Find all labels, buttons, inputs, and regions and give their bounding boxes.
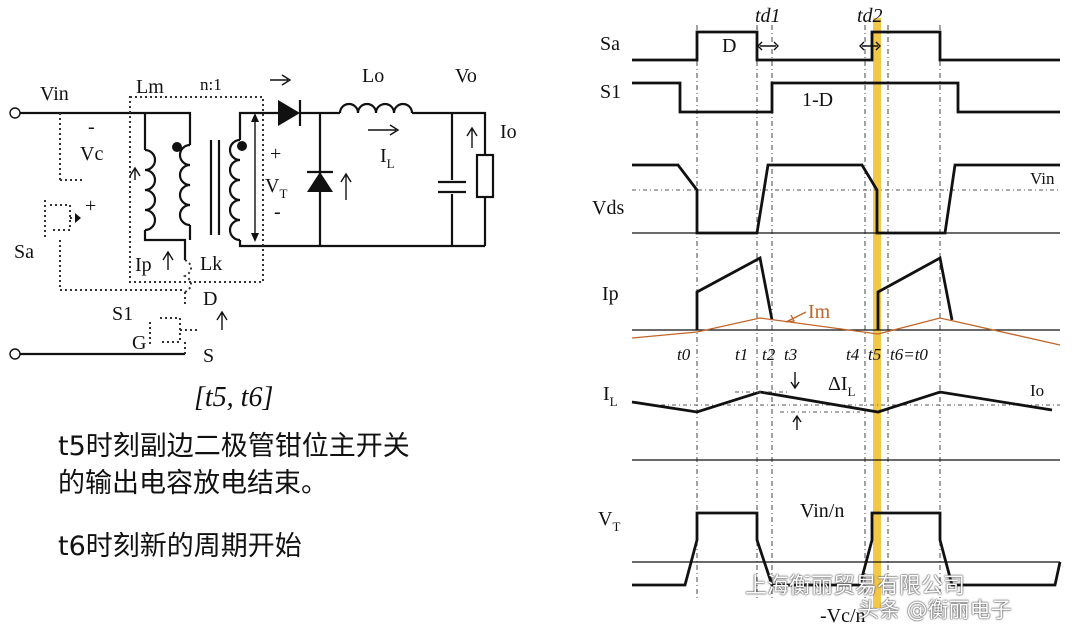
company-watermark: 上海衡丽贸易有限公司: [745, 574, 966, 599]
row-label-il: IL: [603, 383, 618, 409]
s1-mosfet: [149, 292, 200, 354]
sa-waveform: [632, 30, 1060, 62]
im-pointer: [785, 311, 807, 323]
td1-label: td1: [755, 5, 781, 27]
description-line-1: t5时刻副边二极管钳位主开关: [58, 431, 410, 462]
vc-label: Vc: [80, 143, 103, 165]
ip-arrow: [162, 250, 174, 270]
timing-diagram: Sa S1 Vds Ip IL VT D 1-D td1 td2 Vin Im …: [592, 5, 1062, 627]
lm-winding: [144, 148, 157, 232]
t6-label: t6=t0: [890, 345, 928, 364]
ip-waveform: [695, 255, 954, 330]
s1-duty-label: 1-D: [802, 89, 833, 111]
freewheel-arrow: [340, 172, 352, 200]
secondary-coil: [228, 138, 241, 242]
row-label-ip: Ip: [602, 283, 619, 305]
platform-watermark: 头条 @衡丽电子: [858, 598, 1012, 622]
primary-dot-mark: [172, 142, 182, 152]
vin-label: Vin: [40, 83, 69, 105]
im-waveform: [631, 317, 1061, 346]
vds-vin-label: Vin: [1030, 169, 1055, 188]
description-line-2: 的输出电容放电结束。: [58, 468, 328, 499]
s1-label: S1: [112, 303, 133, 325]
gnd-terminal: [9, 348, 21, 360]
vc-minus: -: [88, 116, 95, 138]
sa-label: Sa: [14, 241, 34, 263]
t4-label: t4: [846, 345, 860, 364]
secondary-dot-mark: [237, 141, 247, 151]
g-label: G: [132, 332, 146, 354]
freewheel-diode: [307, 172, 333, 192]
lo-inductor: [338, 102, 414, 114]
il-waveform: [631, 390, 1053, 414]
row-label-sa: Sa: [600, 33, 620, 55]
interval-caption: [t5, t6]: [194, 382, 274, 413]
primary-coil: [178, 143, 191, 227]
vt-waveform: [632, 511, 1062, 587]
primary-coil-top: [145, 111, 192, 145]
vt-minus: -: [274, 201, 281, 223]
lm-label: Lm: [136, 76, 164, 98]
row-label-vt: VT: [598, 508, 620, 534]
ratio-label: n:1: [200, 75, 222, 94]
t2-label: t2: [762, 345, 776, 364]
rectifier-diode: [278, 100, 300, 126]
circuit-schematic: Vin Lm n:1 Lo Vo Io Vc - + + - VT IL Ip …: [9, 65, 517, 367]
lk-label: Lk: [200, 253, 222, 275]
primary-bottom-lead: [143, 230, 187, 260]
il-arrow: [368, 124, 400, 136]
vt-high-label: Vin/n: [800, 500, 844, 522]
t5-label: t5: [868, 345, 881, 364]
secondary-return: [238, 240, 485, 248]
io-label: Io: [500, 121, 517, 143]
vc-plus: +: [85, 195, 96, 217]
transformer-box: [129, 96, 264, 283]
delta-il-label: ΔIL: [828, 373, 856, 399]
vds-waveform: [632, 163, 1060, 235]
vt-low-label: -Vc/n: [820, 605, 866, 627]
output-rail: [412, 111, 487, 155]
load-resistor: [475, 153, 495, 199]
sa-mosfet: [44, 113, 185, 291]
ip-label: Ip: [135, 254, 152, 276]
td1-arrow: [757, 41, 779, 51]
t0-label: t0: [677, 345, 691, 364]
row-label-s1: S1: [600, 81, 621, 103]
delta-il-arrows: [790, 372, 802, 430]
diode-current-arrow: [270, 74, 292, 86]
lm-arrow: [129, 166, 141, 180]
il-io-label: Io: [1030, 381, 1044, 400]
vo-label: Vo: [455, 65, 477, 87]
vin-terminal: [9, 107, 21, 119]
il-label: IL: [380, 145, 395, 171]
secondary-top-lead: [238, 111, 280, 140]
description-line-3: t6时刻新的周期开始: [58, 531, 302, 562]
lk-inductor: [182, 259, 192, 293]
output-capacitor: [438, 113, 466, 246]
row-label-vds: Vds: [592, 197, 624, 219]
t3-label: t3: [784, 345, 797, 364]
s1-current-arrow: [216, 310, 228, 330]
vt-plus: +: [270, 143, 281, 165]
sa-body-diode: [75, 213, 81, 223]
d-label: D: [203, 288, 217, 310]
td2-label: td2: [857, 5, 883, 27]
sa-duty-label: D: [722, 35, 736, 57]
vt-label: VT: [265, 175, 287, 201]
t1-label: t1: [735, 345, 748, 364]
lo-label: Lo: [362, 65, 384, 87]
io-arrow: [466, 126, 478, 148]
im-label: Im: [808, 301, 831, 323]
td2-arrow: [859, 41, 881, 51]
s1-waveform: [632, 81, 1060, 114]
s-label: S: [203, 345, 214, 367]
